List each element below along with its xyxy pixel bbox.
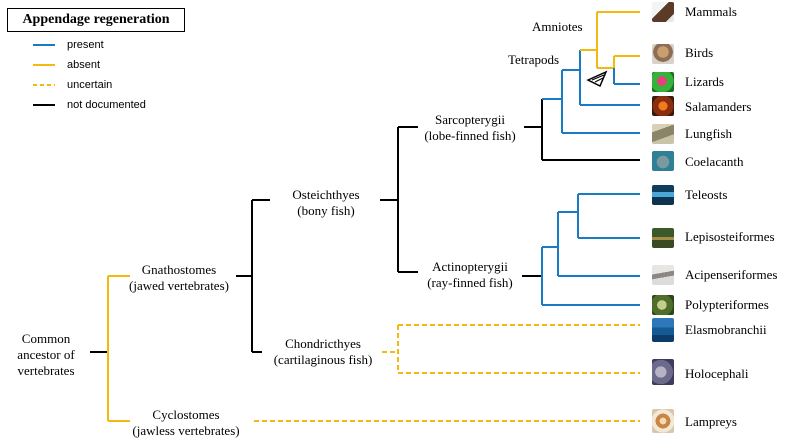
taxon-label: Elasmobranchii: [685, 322, 767, 337]
taxon-label: Coelacanth: [685, 154, 744, 169]
regeneration-loss-icon: [586, 70, 608, 88]
mammal-photo-icon: [652, 2, 674, 22]
sturgeon-photo-icon: [652, 265, 674, 285]
legend-title: Appendage regeneration: [7, 8, 185, 32]
taxon-label: Holocephali: [685, 366, 749, 381]
legend-label-not-documented: not documented: [67, 99, 146, 111]
legend-label-uncertain: uncertain: [67, 79, 113, 91]
taxon-label: Mammals: [685, 4, 737, 19]
chimaera-photo-icon: [652, 359, 674, 385]
shark-photo-icon: [652, 318, 674, 342]
taxon-label: Lungfish: [685, 126, 732, 141]
teleost-photo-icon: [652, 185, 674, 205]
taxon-label: Lampreys: [685, 414, 737, 429]
legend-label-absent: absent: [67, 59, 101, 71]
node-actinopterygii: Actinopterygii(ray-finned fish): [427, 259, 513, 290]
node-gnathostomes: Gnathostomes(jawed vertebrates): [129, 262, 229, 293]
node-amniotes: Amniotes: [532, 19, 583, 34]
lizard-photo-icon: [652, 72, 674, 92]
node-osteichthyes: Osteichthyes(bony fish): [292, 187, 360, 218]
taxon-label: Lepisosteiformes: [685, 229, 775, 244]
legend-label-present: present: [67, 39, 104, 51]
taxon-label: Polypteriformes: [685, 297, 769, 312]
lamprey-photo-icon: [652, 409, 674, 433]
taxon-label: Salamanders: [685, 99, 752, 114]
coelacanth-photo-icon: [652, 151, 674, 171]
taxon-label: Birds: [685, 45, 714, 60]
node-cyclostomes: Cyclostomes(jawless vertebrates): [132, 407, 240, 438]
gar-photo-icon: [652, 228, 674, 248]
taxon-label: Teleosts: [685, 187, 728, 202]
salamander-photo-icon: [652, 96, 674, 116]
node-sarcopterygii: Sarcopterygii(lobe-finned fish): [424, 112, 516, 143]
bird-photo-icon: [652, 44, 674, 64]
node-tetrapods: Tetrapods: [508, 52, 560, 67]
taxon-label: Lizards: [685, 74, 724, 89]
bichir-photo-icon: [652, 295, 674, 315]
taxon-label: Acipenseriformes: [685, 267, 778, 282]
lungfish-photo-icon: [652, 124, 674, 144]
node-chondrichthyes: Chondricthyes(cartilaginous fish): [273, 336, 373, 367]
